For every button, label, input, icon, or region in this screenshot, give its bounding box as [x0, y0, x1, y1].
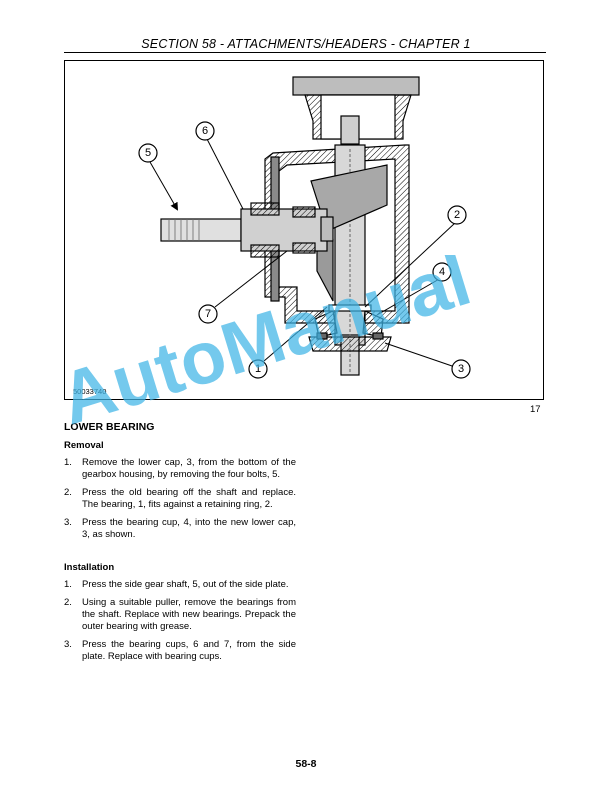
installation-step: 2. Using a suitable puller, remove the b…: [64, 597, 296, 632]
subsection-title-removal: Removal: [64, 440, 104, 451]
gearbox-figure: 1 2 3 4 5 6 7: [64, 60, 544, 400]
subsection-title-installation: Installation: [64, 562, 115, 573]
removal-step: 1. Remove the lower cap, 3, from the bot…: [64, 457, 296, 480]
removal-steps: 1. Remove the lower cap, 3, from the bot…: [64, 457, 296, 547]
gearbox-cross-section-drawing: 1 2 3 4 5 6 7: [138, 76, 471, 379]
svg-text:3: 3: [458, 363, 464, 375]
svg-text:2: 2: [454, 209, 460, 221]
installation-step: 3. Press the bearing cups, 6 and 7, from…: [64, 639, 296, 662]
figure-id: 50033740: [73, 387, 107, 396]
installation-steps: 1. Press the side gear shaft, 5, out of …: [64, 579, 296, 669]
page-header: SECTION 58 - ATTACHMENTS/HEADERS - CHAPT…: [141, 37, 471, 51]
top-flange: [292, 76, 420, 145]
lower-bearing-and-cap: [308, 304, 392, 352]
svg-text:6: 6: [202, 125, 208, 137]
side-gear-shaft: [160, 202, 334, 258]
header-rule: [64, 52, 546, 53]
svg-text:1: 1: [255, 363, 261, 375]
svg-text:5: 5: [145, 147, 151, 159]
section-title-lower-bearing: LOWER BEARING: [64, 421, 155, 433]
callout-7: 7: [198, 304, 218, 324]
svg-text:4: 4: [439, 266, 445, 278]
removal-step: 2. Press the old bearing off the shaft a…: [64, 487, 296, 510]
figure-number: 17: [530, 404, 541, 415]
installation-step: 1. Press the side gear shaft, 5, out of …: [64, 579, 289, 590]
removal-step: 3. Press the bearing cup, 4, into the ne…: [64, 517, 296, 540]
callout-2: 2: [447, 205, 467, 225]
callout-6: 6: [195, 121, 215, 141]
page-number: 58-8: [295, 758, 317, 770]
callout-1: 1: [248, 359, 268, 379]
callout-4: 4: [432, 262, 452, 282]
callout-3: 3: [451, 359, 471, 379]
svg-text:7: 7: [205, 308, 211, 320]
callout-5: 5: [138, 143, 158, 163]
